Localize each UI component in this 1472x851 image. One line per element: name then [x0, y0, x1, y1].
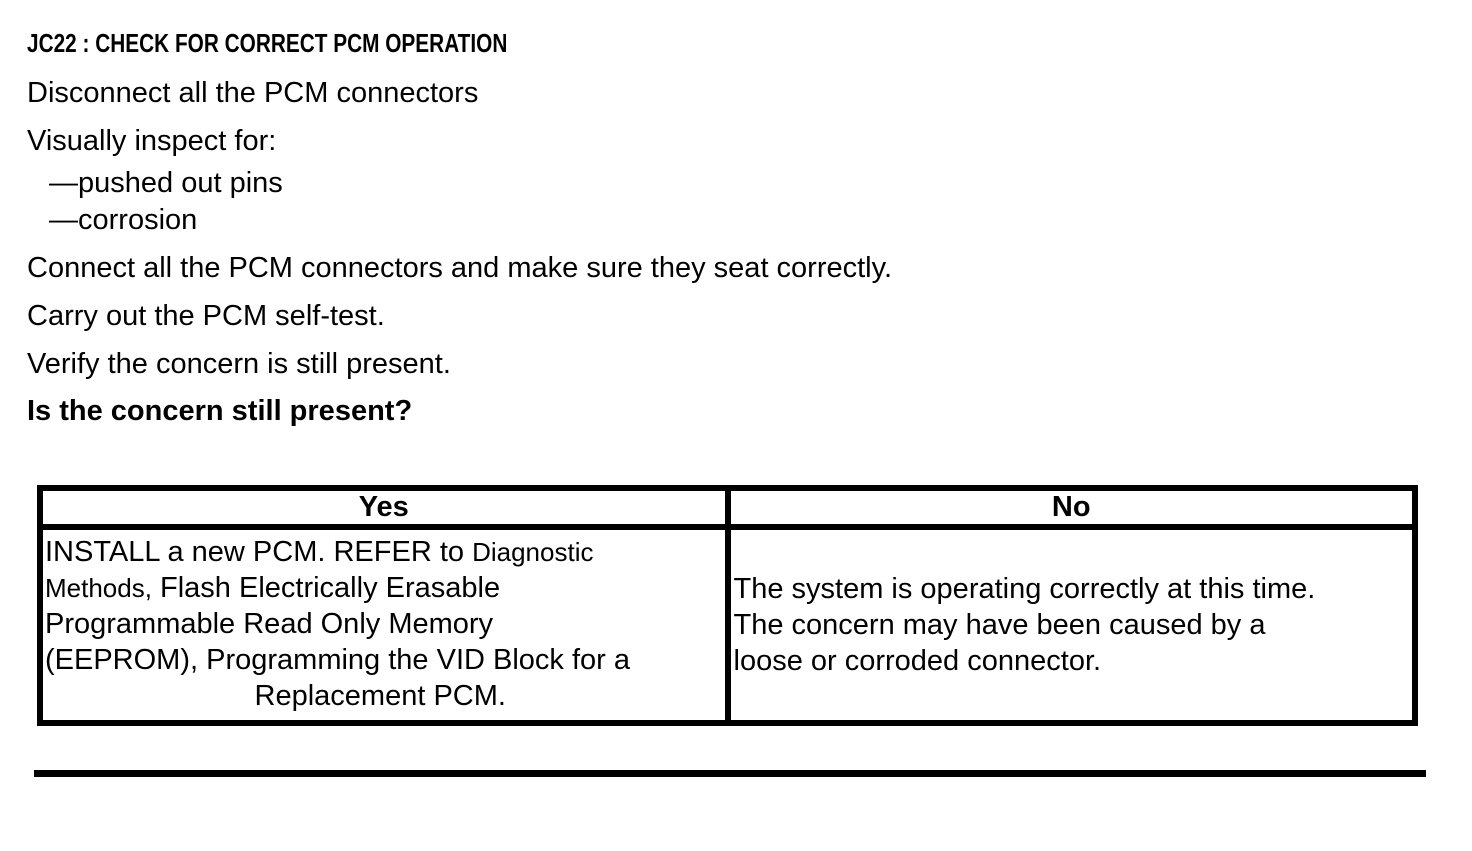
yes-action-line-2: Methods, Flash Electrically Erasable: [45, 570, 724, 606]
no-action-line-2: The concern may have been caused by a: [733, 609, 1266, 641]
step-selftest: Carry out the PCM self-test.: [27, 300, 385, 332]
no-header-cell: No: [724, 485, 1418, 530]
question: Is the concern still present?: [27, 395, 413, 427]
yes-action-line-5: Replacement PCM.: [254, 680, 506, 712]
yes-action-line-1: INSTALL a new PCM. REFER to Diagnostic: [45, 534, 724, 570]
decision-table-header-row: Yes No: [37, 485, 1418, 530]
no-action-line-1: The system is operating correctly at thi…: [733, 573, 1316, 605]
yes-action-line-3: Programmable Read Only Memory: [45, 608, 494, 640]
no-action-cell: The system is operating correctly at thi…: [724, 524, 1418, 726]
page-title: JC22 : CHECK FOR CORRECT PCM OPERATION: [27, 28, 508, 58]
step-verify: Verify the concern is still present.: [27, 348, 451, 380]
document-page: JC22 : CHECK FOR CORRECT PCM OPERATION D…: [0, 29, 1472, 777]
yes-action-cell: INSTALL a new PCM. REFER to Diagnostic M…: [37, 524, 731, 726]
yes-action-text: INSTALL a new PCM. REFER to: [45, 536, 473, 568]
no-action-line-3: loose or corroded connector.: [733, 645, 1102, 677]
step-inspect: Visually inspect for:: [27, 125, 277, 157]
yes-action-line-4: (EEPROM), Programming the VID Block for …: [45, 644, 630, 676]
step-connect: Connect all the PCM connectors and make …: [27, 252, 893, 284]
step-disconnect: Disconnect all the PCM connectors: [27, 77, 479, 109]
inspect-item-corrosion: —corrosion: [49, 204, 198, 236]
refer-link-text: Methods,: [45, 573, 152, 603]
yes-action-text: Flash Electrically Erasable: [151, 572, 501, 604]
decision-table: Yes No INSTALL a new PCM. REFER to Diagn…: [37, 485, 1418, 726]
refer-link-text: Diagnostic: [472, 537, 594, 567]
inspect-item-pins: —pushed out pins: [49, 167, 283, 199]
yes-header-cell: Yes: [37, 485, 731, 530]
bottom-rule: [34, 770, 1426, 777]
decision-table-body-row: INSTALL a new PCM. REFER to Diagnostic M…: [37, 524, 1418, 726]
